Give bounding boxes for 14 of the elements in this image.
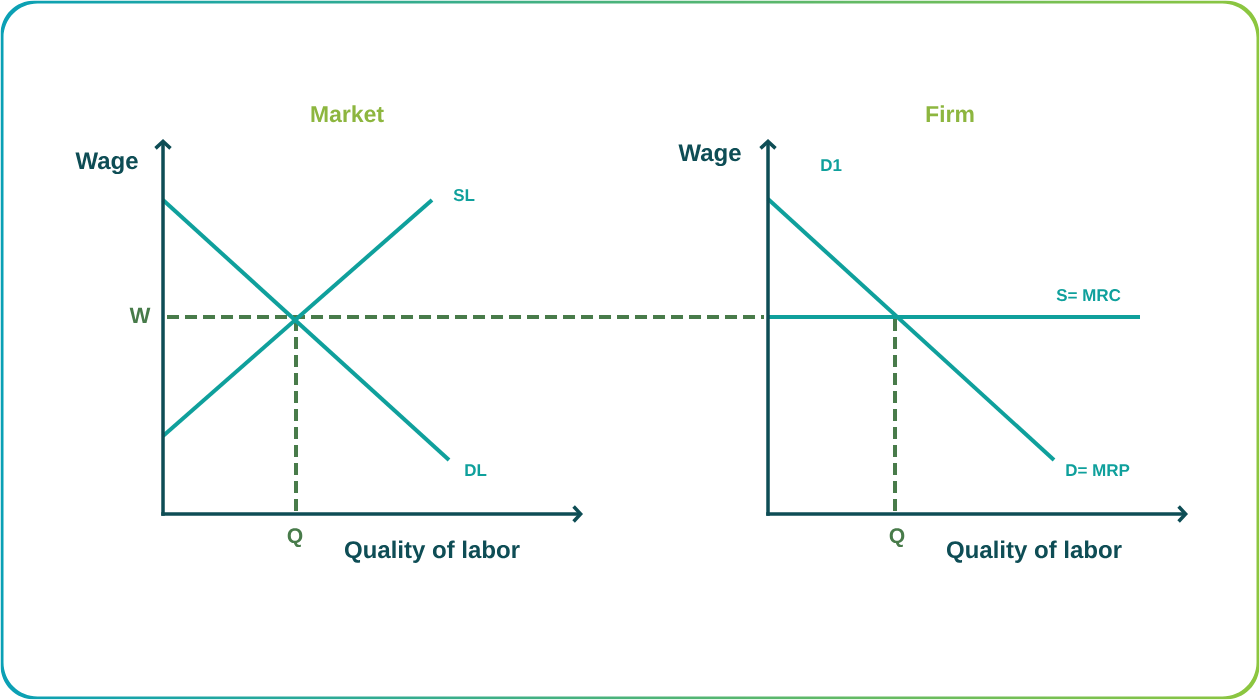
value-label: Q (889, 528, 905, 548)
curve-label: D= MRP (1066, 464, 1130, 476)
axis-label: Wage (678, 144, 741, 167)
curve-label: S= MRC (1056, 289, 1121, 302)
curve-label: D1 (821, 159, 842, 171)
axis-label: Wage (75, 152, 138, 175)
curve-label: SL (453, 189, 475, 202)
value-label: Q (287, 528, 303, 548)
chart-title: Market (311, 105, 384, 123)
curve-label: DL (465, 464, 487, 476)
axis-label: Quality of labor (345, 540, 520, 563)
value-label: W (129, 307, 151, 323)
chart-title: Firm (926, 105, 974, 122)
axis-label: Quality of labor (947, 540, 1122, 563)
